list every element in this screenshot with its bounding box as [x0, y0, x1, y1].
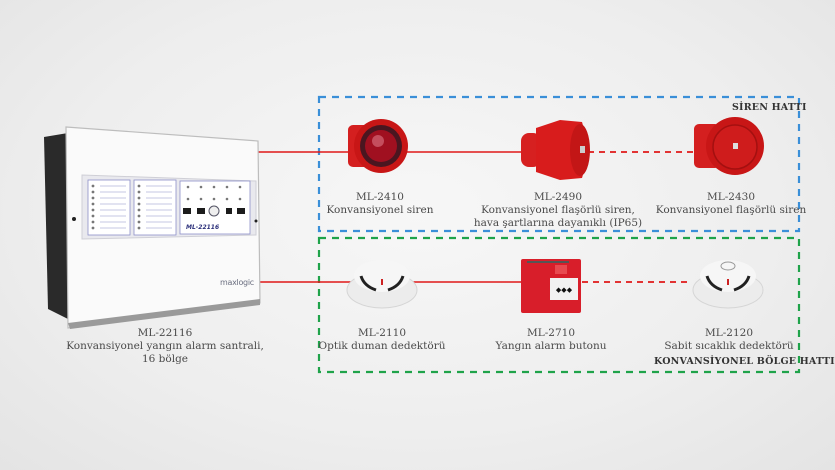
device-name: Konvansiyonel flaşörlü siren,	[481, 204, 635, 216]
device-model: ML-2490	[534, 191, 582, 203]
device-model: ML-2710	[527, 327, 575, 339]
zone-caption-2: ML-2710 Yangın alarm butonu	[495, 327, 606, 353]
siren-line-box	[317, 95, 801, 233]
siren-caption-1: ML-2410 Konvansiyonel siren	[326, 191, 433, 217]
zone-line-box	[317, 236, 801, 374]
device-name-line2: hava şartlarına dayanıklı (IP65)	[473, 217, 643, 229]
panel-front-model: ML-22116	[186, 224, 220, 231]
device-name: Yangın alarm butonu	[495, 340, 607, 352]
brand-logo: maxlogic	[220, 278, 254, 287]
device-model: ML-2410	[355, 191, 404, 203]
zone-caption-3: ML-2120 Sabit sıcaklık dedektörü	[664, 327, 793, 353]
panel-model: ML-22116	[137, 327, 193, 339]
device-name: Optik duman dedektörü	[318, 340, 446, 352]
device-name: Konvansiyonel flaşörlü siren	[655, 204, 807, 216]
device-name: Sabit sıcaklık dedektörü	[664, 340, 794, 352]
panel-caption: ML-22116 Konvansiyonel yangın alarm sant…	[66, 327, 264, 366]
control-panel: ML-22116 maxlogic	[40, 123, 262, 329]
zone-caption-1: ML-2110 Optik duman dedektörü	[319, 327, 446, 353]
panel-description-line2: 16 bölge	[141, 353, 189, 365]
siren-line-title: SİREN HATTI	[732, 102, 807, 113]
siren-caption-3: ML-2430 Konvansiyonel flaşörlü siren	[656, 191, 806, 217]
panel-description: Konvansiyonel yangın alarm santrali,	[66, 340, 264, 352]
device-model: ML-2110	[358, 327, 406, 339]
siren-caption-2: ML-2490 Konvansiyonel flaşörlü siren, ha…	[474, 191, 642, 230]
zone-line-title: KONVANSİYONEL BÖLGE HATTI	[654, 356, 835, 367]
device-name: Konvansiyonel siren	[326, 204, 434, 216]
device-model: ML-2430	[707, 191, 755, 203]
device-model: ML-2120	[705, 327, 753, 339]
